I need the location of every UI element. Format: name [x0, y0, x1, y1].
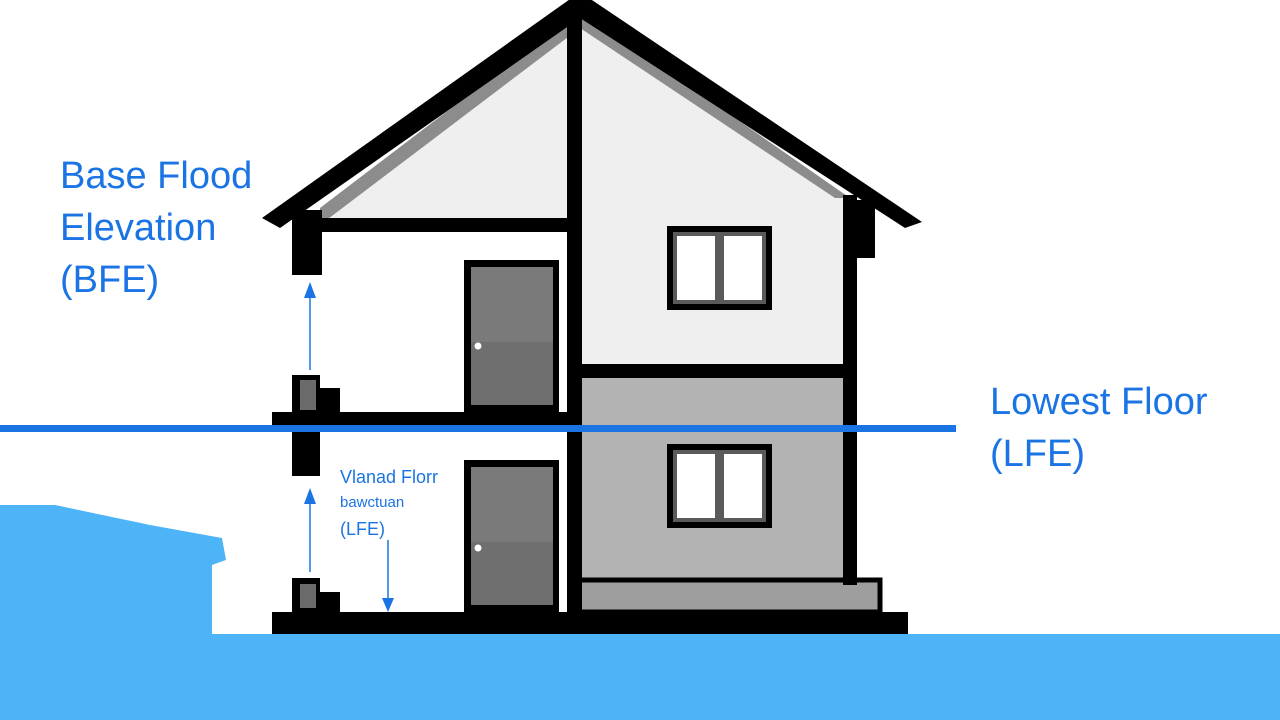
upper-door-shade	[471, 267, 553, 342]
lfe-label-line-2: (LFE)	[990, 433, 1085, 475]
small-label-line-2: bawctuan	[340, 494, 405, 511]
inner-post-upper	[300, 380, 316, 410]
upper-door-knob	[474, 342, 482, 350]
base-step	[572, 577, 883, 615]
left-eave-block	[292, 210, 322, 275]
left-post-mid	[292, 432, 320, 476]
floor-beam-mid	[575, 364, 850, 378]
lower-door-shade	[471, 467, 553, 542]
small-label-line-3: (LFE)	[340, 519, 385, 539]
water-ground	[0, 634, 1280, 720]
lower-door-knob	[474, 544, 482, 552]
right-gable-wall	[575, 10, 848, 368]
lower-window	[667, 444, 772, 528]
bfe-label-line-1: Base Flood	[60, 155, 253, 197]
lfe-label: Lowest Floor (LFE)	[990, 376, 1208, 480]
lfe-arrow-up	[304, 488, 316, 572]
right-eave-block	[845, 200, 875, 258]
upper-window	[667, 226, 772, 310]
lfe-arrow-down	[382, 540, 394, 612]
right-wall	[843, 195, 857, 585]
foundation-slab	[272, 612, 908, 634]
flood-elevation-line	[0, 425, 956, 432]
lfe-label-line-1: Lowest Floor	[990, 381, 1208, 423]
small-lfe-label: Vlanad Florr bawctuan (LFE)	[340, 464, 438, 542]
bfe-label-line-2: Elevation	[60, 207, 217, 249]
small-label-line-1: Vlanad Florr	[340, 467, 439, 487]
bfe-label-line-3: (BFE)	[60, 259, 160, 301]
bfe-arrow	[304, 282, 316, 370]
water-left-bank	[0, 505, 226, 640]
bfe-label: Base Flood Elevation (BFE)	[60, 150, 252, 306]
floor-beam-upper	[318, 218, 572, 232]
floor-slab-upper	[272, 412, 572, 426]
inner-post-lower	[300, 584, 316, 608]
center-wall-upper	[567, 18, 582, 618]
